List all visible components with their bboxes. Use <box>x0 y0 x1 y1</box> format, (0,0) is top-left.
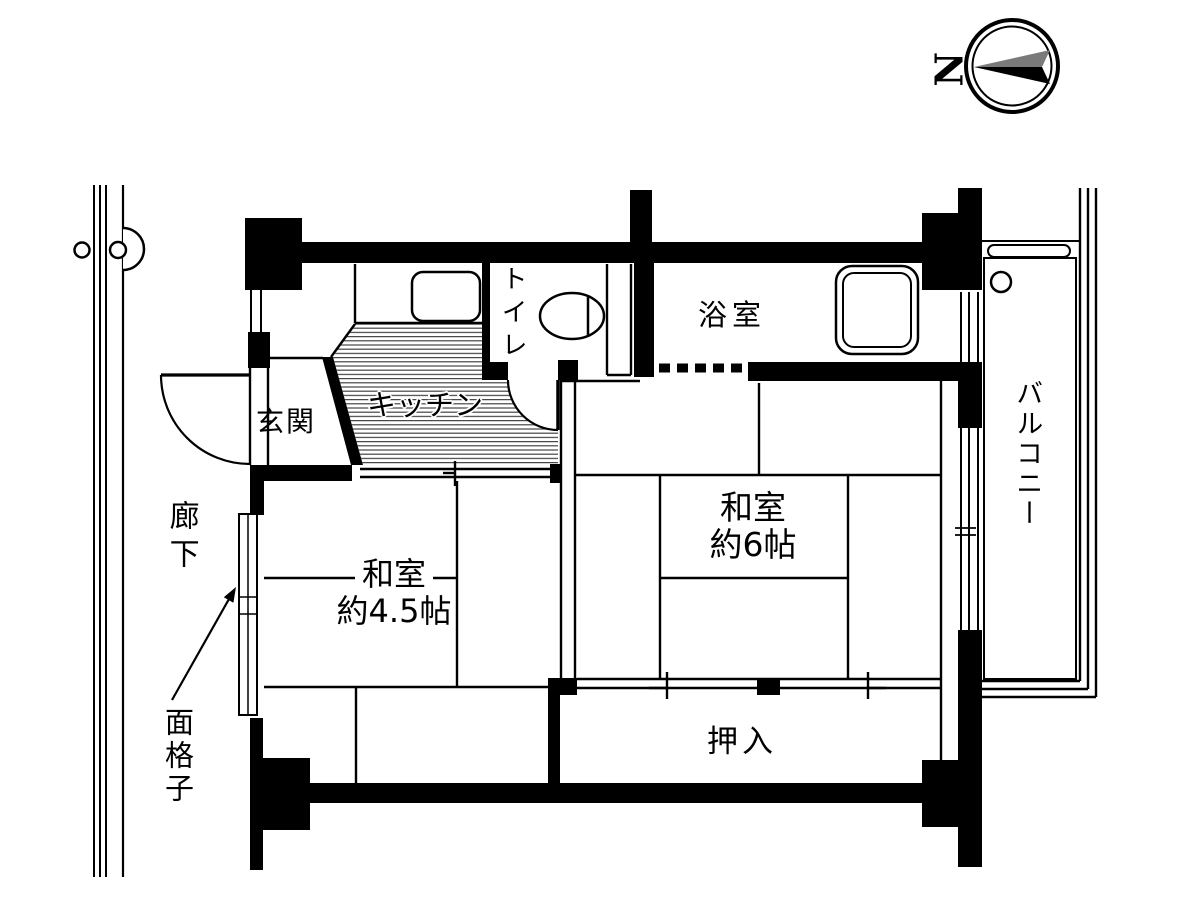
oshiire-label: 押入 <box>707 724 777 760</box>
entrance-door-arc <box>159 374 251 466</box>
fusuma-block-center <box>757 678 780 695</box>
balcony-drain <box>989 270 1013 294</box>
room6-balcony-window <box>955 428 979 630</box>
washitsu6-label-line2: 約6帖 <box>709 525 797 564</box>
top-left-column <box>245 218 302 290</box>
toilet-bowl <box>538 291 606 341</box>
grille-arrow <box>171 587 236 701</box>
grille-window <box>238 513 258 716</box>
bath-label: 浴室 <box>698 298 767 332</box>
windows <box>238 290 979 716</box>
top-wall <box>245 242 958 263</box>
bath-balcony-window <box>960 292 979 362</box>
kitchen-toilet-wall <box>482 263 490 380</box>
doors <box>159 363 748 466</box>
balcony-ledge <box>987 244 1071 258</box>
kitchen-sink <box>410 270 482 323</box>
toilet-door-arc <box>506 379 559 432</box>
balcony-structure <box>982 188 1098 699</box>
left-wall-c <box>250 718 263 870</box>
grille-arrowhead <box>223 587 236 603</box>
toilet-door-jamb-right <box>558 360 578 380</box>
compass <box>964 18 1060 114</box>
genkan-label: 玄関 <box>256 405 317 438</box>
corridor-structure <box>73 185 146 877</box>
compass-arrow-upper <box>974 50 1050 67</box>
toilet-door-jamb-left <box>489 362 508 380</box>
kitchen-floor-hatch <box>333 323 558 465</box>
left-wall-a <box>248 332 270 368</box>
kitchen-label: キッチン <box>366 388 483 422</box>
toilet-label: トイレ <box>497 265 528 364</box>
walls <box>245 188 982 870</box>
washitsu45-label: 和室 約4.5帖 <box>296 555 492 630</box>
top-right-stub <box>958 188 982 215</box>
divider-lower-wall <box>548 678 560 783</box>
washitsu45-label-line1: 和室 <box>354 555 433 593</box>
corridor-post-circle-2 <box>108 240 128 260</box>
left-upper-window <box>250 290 262 332</box>
kitchen-hatch-diagonal <box>330 323 356 358</box>
genkan-bottom-wall <box>250 465 352 481</box>
slide-door-junction-block <box>550 464 560 483</box>
bathtub-inner <box>842 272 912 348</box>
fusuma-block-left <box>560 678 577 695</box>
corridor-rail-bump <box>122 226 146 272</box>
compass-arrow-lower <box>974 67 1050 84</box>
toilet-door-swing-mask <box>508 380 558 430</box>
compass-inner-circle <box>971 25 1053 107</box>
right-wall-a <box>958 362 982 428</box>
corridor-label: 廊下 <box>163 500 199 576</box>
compass-north-label: N <box>926 51 972 87</box>
top-right-block <box>922 213 982 290</box>
corridor-post-circle-1 <box>73 241 91 259</box>
window-grille-label: 面格子 <box>160 707 195 806</box>
washitsu6-label-line1: 和室 <box>720 488 786 527</box>
bottom-wall <box>259 783 982 803</box>
partition-lines <box>248 264 943 783</box>
balcony-label: バルコニー <box>1011 379 1043 529</box>
washitsu45-label-line2: 約4.5帖 <box>336 592 452 630</box>
toilet-right-wall <box>634 263 654 377</box>
right-wall-b <box>958 630 982 867</box>
fixtures <box>410 264 920 356</box>
genkan-diagonal-wall <box>322 357 363 465</box>
bath-bottom-wall <box>748 362 958 381</box>
top-middle-stub <box>630 190 652 243</box>
washitsu6-label: 和室 約6帖 <box>662 489 844 563</box>
